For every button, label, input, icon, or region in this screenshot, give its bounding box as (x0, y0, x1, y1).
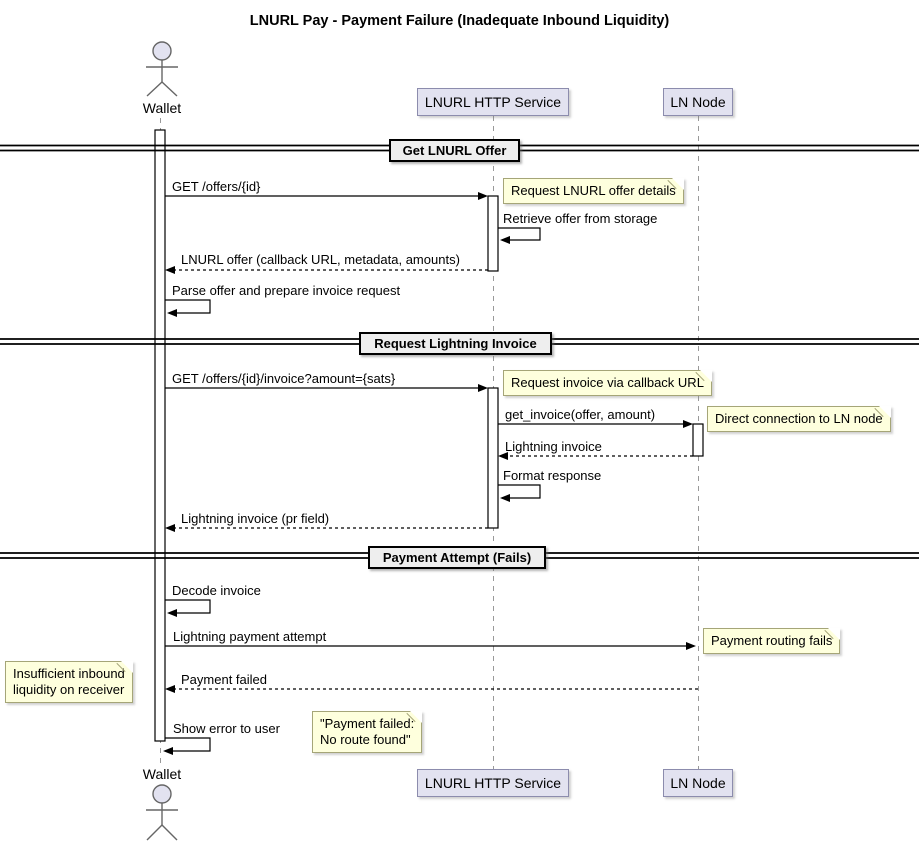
message-get-invoice-rpc: get_invoice(offer, amount) (505, 407, 656, 422)
section-divider-payment-attempt: Payment Attempt (Fails) (368, 546, 546, 569)
activation-service-1 (487, 195, 499, 272)
participant-node-top: LN Node (663, 88, 733, 116)
arrow-format-response-self (498, 484, 541, 502)
activation-service-2 (487, 387, 499, 529)
participant-service-top: LNURL HTTP Service (417, 88, 569, 116)
diagram-title: LNURL Pay - Payment Failure (Inadequate … (249, 13, 670, 29)
arrow-show-error-self (163, 737, 211, 755)
note-insufficient-line1: Insufficient inbound (13, 666, 125, 681)
note-offer-details: Request LNURL offer details (503, 178, 684, 204)
arrow-invoice-response (165, 524, 488, 532)
message-payment-failed: Payment failed (181, 672, 267, 687)
arrow-retrieve-offer-self (498, 227, 541, 244)
message-format-response: Format response (503, 468, 602, 483)
activation-wallet (154, 129, 166, 742)
arrow-lightning-invoice (498, 452, 693, 460)
message-invoice-response: Lightning invoice (pr field) (181, 511, 330, 526)
message-offer-response: LNURL offer (callback URL, metadata, amo… (181, 252, 460, 267)
arrow-get-invoice-http (165, 384, 488, 392)
note-callback: Request invoice via callback URL (503, 370, 712, 396)
actor-figure-wallet-bottom (146, 784, 178, 841)
activation-node (692, 423, 704, 457)
note-direct-connection: Direct connection to LN node (707, 406, 891, 432)
message-get-invoice-http: GET /offers/{id}/invoice?amount={sats} (172, 371, 396, 386)
note-insufficient-line2: liquidity on receiver (13, 682, 125, 697)
section-divider-request-invoice: Request Lightning Invoice (359, 332, 552, 355)
message-payment-attempt: Lightning payment attempt (173, 629, 327, 644)
arrow-get-offer (165, 192, 488, 200)
participant-wallet-top: Wallet (142, 100, 182, 116)
note-error-line1: "Payment failed: (320, 716, 415, 731)
message-lightning-invoice: Lightning invoice (505, 439, 602, 454)
activation-bars (154, 129, 704, 742)
participant-wallet-bottom: Wallet (142, 766, 182, 782)
arrow-decode-invoice-self (165, 599, 211, 617)
arrow-parse-offer-self (165, 299, 211, 317)
message-decode-invoice: Decode invoice (172, 583, 261, 598)
arrow-payment-failed (165, 685, 698, 693)
message-get-offer: GET /offers/{id} (172, 179, 261, 194)
section-divider-get-offer: Get LNURL Offer (389, 139, 520, 162)
arrow-offer-response (165, 266, 488, 274)
arrow-get-invoice-rpc (498, 420, 693, 428)
participant-service-bottom: LNURL HTTP Service (417, 769, 569, 797)
participant-node-bottom: LN Node (663, 769, 733, 797)
message-show-error: Show error to user (173, 721, 280, 736)
message-retrieve-offer: Retrieve offer from storage (503, 211, 658, 226)
note-error-line2: No route found" (320, 732, 411, 747)
arrow-payment-attempt (165, 642, 696, 650)
actor-figure-wallet-top (146, 41, 178, 97)
note-insufficient-liquidity: Insufficient inbound liquidity on receiv… (5, 661, 133, 703)
note-routing-fails: Payment routing fails (703, 628, 841, 654)
message-parse-offer: Parse offer and prepare invoice request (172, 283, 401, 298)
note-error-message: "Payment failed: No route found" (312, 711, 423, 753)
